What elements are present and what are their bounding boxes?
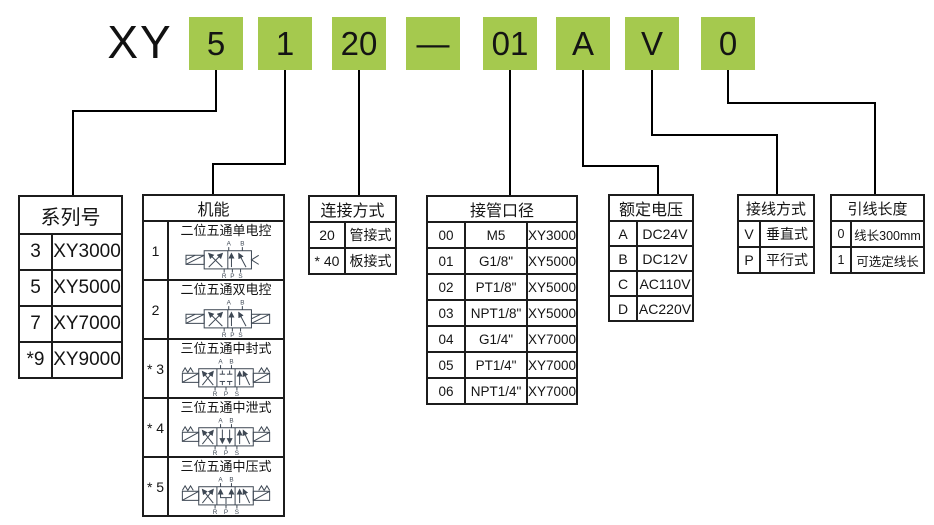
svg-text:S: S: [238, 273, 242, 278]
series-table-title: 系列号: [18, 195, 123, 235]
function-name: 三位五通中压式: [180, 459, 272, 474]
function-name: 三位五通中封式: [180, 341, 272, 356]
segment-box-connection: 20: [332, 17, 386, 70]
valve-symbol-5-2-double: A B R P S: [185, 299, 271, 337]
svg-text:R: R: [213, 391, 218, 396]
segment-box-port: 01: [483, 17, 537, 70]
svg-text:B: B: [240, 240, 244, 247]
svg-text:A: A: [227, 299, 232, 306]
table-row: 2 二位五通双电控 A B R P: [142, 279, 285, 340]
svg-text:B: B: [229, 417, 233, 424]
valve-symbol-5-2-single: A B R P S: [185, 240, 259, 278]
svg-text:A: A: [218, 476, 223, 483]
svg-text:P: P: [224, 391, 228, 396]
function-table-title: 机能: [142, 194, 285, 222]
svg-text:A: A: [218, 358, 223, 365]
model-prefix: XY: [107, 15, 173, 68]
svg-text:R: R: [222, 273, 227, 278]
function-table: 机能 1 二位五通单电控 A B R: [142, 194, 285, 517]
connection-table-title: 连接方式: [308, 195, 397, 223]
segment-box-dash: —: [406, 17, 460, 70]
function-name: 二位五通双电控: [180, 282, 272, 297]
valve-symbol-5-3-closed-center: A B R P S: [181, 358, 271, 396]
svg-text:A: A: [227, 240, 232, 247]
table-row: * 4 三位五通中泄式 A B: [142, 397, 285, 458]
svg-text:R: R: [213, 450, 218, 455]
wiring-table-title: 接线方式: [737, 194, 815, 222]
function-name: 二位五通单电控: [180, 223, 272, 238]
lead-length-table-title: 引线长度: [830, 194, 925, 222]
segment-box-voltage: A: [556, 17, 610, 70]
svg-text:R: R: [213, 509, 218, 514]
svg-text:S: S: [238, 332, 242, 337]
port-size-table-title: 接管口径: [426, 195, 578, 223]
svg-text:B: B: [229, 476, 233, 483]
function-name: 三位五通中泄式: [180, 400, 272, 415]
svg-text:B: B: [229, 358, 233, 365]
svg-text:P: P: [224, 509, 228, 514]
table-row: * 3 三位五通中封式 A B: [142, 338, 285, 399]
svg-text:S: S: [235, 391, 239, 396]
segment-box-lead: 0: [701, 17, 755, 70]
svg-text:P: P: [230, 273, 234, 278]
voltage-table-title: 额定电压: [608, 194, 694, 222]
svg-text:S: S: [235, 450, 239, 455]
segment-box-function: 1: [258, 17, 312, 70]
svg-text:R: R: [222, 332, 227, 337]
segment-box-series: 5: [189, 17, 243, 70]
valve-symbol-5-3-exhaust-center: A B R P S: [181, 417, 271, 455]
svg-text:B: B: [240, 299, 244, 306]
svg-text:S: S: [235, 509, 239, 514]
svg-text:A: A: [218, 417, 223, 424]
table-row: * 5 三位五通中压式 A B: [142, 456, 285, 517]
svg-text:P: P: [230, 332, 234, 337]
svg-text:P: P: [224, 450, 228, 455]
segment-box-wiring: V: [625, 17, 679, 70]
table-row: 1 二位五通单电控 A B R P: [142, 220, 285, 281]
valve-symbol-5-3-pressure-center: A B R P S: [181, 476, 271, 514]
